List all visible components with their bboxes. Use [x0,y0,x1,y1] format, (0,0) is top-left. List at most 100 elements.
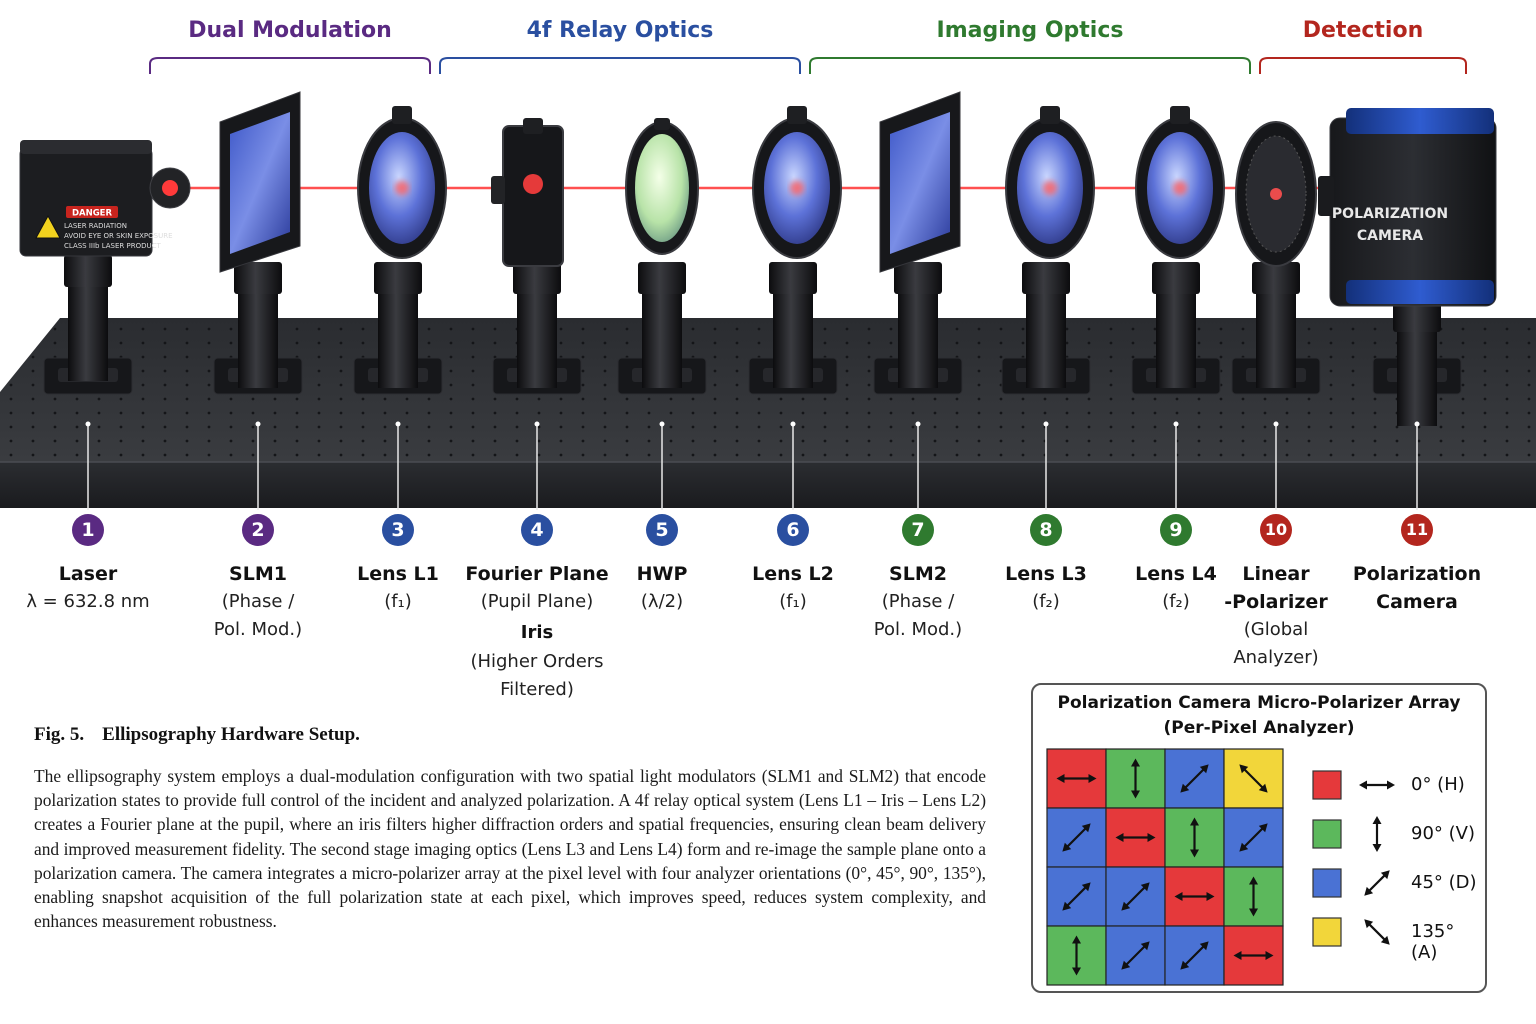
leader-dot [255,421,261,427]
component-7-slm [879,91,961,273]
laser-output [162,180,178,196]
iris-aperture [523,174,543,194]
arrow-head [1062,901,1072,911]
arrow-head [1206,892,1215,901]
polarization-arrow-icon [1121,941,1150,970]
camera-top-fin [1346,108,1494,134]
arrow-head [1081,823,1091,833]
legend-arrow-icon [1364,870,1390,896]
figure-caption-title: Fig. 5.Ellipsography Hardware Setup. [34,724,378,746]
iris-knob [523,118,543,134]
component-name: HWP [636,563,688,585]
iris-lever [491,176,505,204]
beam-spot [790,181,804,195]
component-8-lens [1005,106,1095,259]
slm-screen [890,112,950,254]
polarization-arrow-icon [1239,764,1268,793]
arrow-shaft [1124,885,1147,908]
arrow-head [1239,842,1249,852]
post-rod [517,288,557,388]
leader-dot [1414,421,1420,427]
component-badge: 7 [902,514,934,546]
laser-warning-text: CLASS IIIb LASER PRODUCT [64,242,162,250]
polarization-arrow-icon [1233,951,1274,960]
component-label-10: Linear -Polarizer(Global Analyzer) [1196,560,1356,672]
post-holder [234,262,282,294]
lens-knob [392,106,412,124]
post-rod [1256,288,1296,388]
arrow-shaft [1242,826,1265,849]
arrow-shaft [1065,885,1088,908]
arrow-head [1258,823,1268,833]
group-bracket-4 [1259,57,1467,74]
arrow-head [1131,790,1140,799]
arrow-head [1190,817,1199,826]
component-badge: 1 [72,514,104,546]
polarization-arrow-icon [1249,876,1258,917]
leader-dot [659,421,665,427]
group-bracket-3 [809,57,1251,74]
arrow-head [1380,870,1390,880]
component-badge: 9 [1160,514,1192,546]
component-badge: 3 [382,514,414,546]
arrow-head [1372,816,1382,824]
component-detail: (Phase / Pol. Mod.) [873,591,963,640]
component-name: Lens L1 [357,563,439,585]
component-detail: (f₁) [779,591,807,612]
group-title-2: 4f Relay Optics [526,18,714,43]
legend-label: 0° (H) [1411,774,1465,795]
polarization-arrow-icon [1115,833,1156,842]
camera-lens-mount [1318,176,1334,216]
polarization-arrow-icon [1180,764,1209,793]
leader-dot [1173,421,1179,427]
component-label-3: Lens L1(f₁) [318,560,478,616]
arrow-head [1372,844,1382,852]
arrow-head [1180,783,1190,793]
laser-warning-text: LASER RADIATION [64,222,127,230]
arrow-head [1115,833,1124,842]
post-holder [1252,262,1300,294]
arrow-head [1380,935,1390,945]
inset-title: Polarization Camera Micro-Polarizer Arra… [1033,691,1485,741]
component-name: Linear -Polarizer [1224,563,1328,613]
arrow-head [1239,764,1249,774]
lens-knob [787,106,807,124]
arrow-head [1147,833,1156,842]
polarization-arrow-icon [1174,892,1215,901]
figure-title: Ellipsography Hardware Setup. [102,724,360,745]
post-rod [378,288,418,388]
beam-spot [1173,181,1187,195]
component-label-7: SLM2(Phase / Pol. Mod.) [838,560,998,644]
figure-caption-body: The ellipsography system employs a dual-… [34,766,986,932]
polarization-arrow-icon [1121,882,1150,911]
component-6-lens [752,106,842,259]
slm-screen [230,112,290,254]
legend-swatch [1312,868,1342,898]
polarization-arrow-icon [1056,774,1097,783]
post-rod [68,281,108,381]
component-name: Lens L3 [1005,563,1087,585]
polarization-arrow-icon [1062,882,1091,911]
iris-plate [502,125,564,267]
arrow-head [1190,849,1199,858]
group-bracket-1 [149,57,431,74]
post-rod [642,288,682,388]
beam-spot [395,181,409,195]
camera-label-text: CAMERA [1357,228,1423,244]
component-badge: 8 [1030,514,1062,546]
arrow-head [1072,967,1081,976]
arrow-head [1088,774,1097,783]
component-label-9: Lens L4(f₂) [1096,560,1256,616]
leader-lines [85,421,1420,510]
legend-label: 135° (A) [1411,921,1455,963]
legend-label: 90° (V) [1411,823,1475,844]
arrow-head [1199,941,1209,951]
post-holder [513,262,561,294]
laser-danger-text: DANGER [72,209,113,219]
leader-dot [915,421,921,427]
post-holder [1393,300,1441,332]
component-name: Lens L2 [752,563,834,585]
arrow-head [1265,951,1274,960]
arrow-shaft [1065,826,1088,849]
